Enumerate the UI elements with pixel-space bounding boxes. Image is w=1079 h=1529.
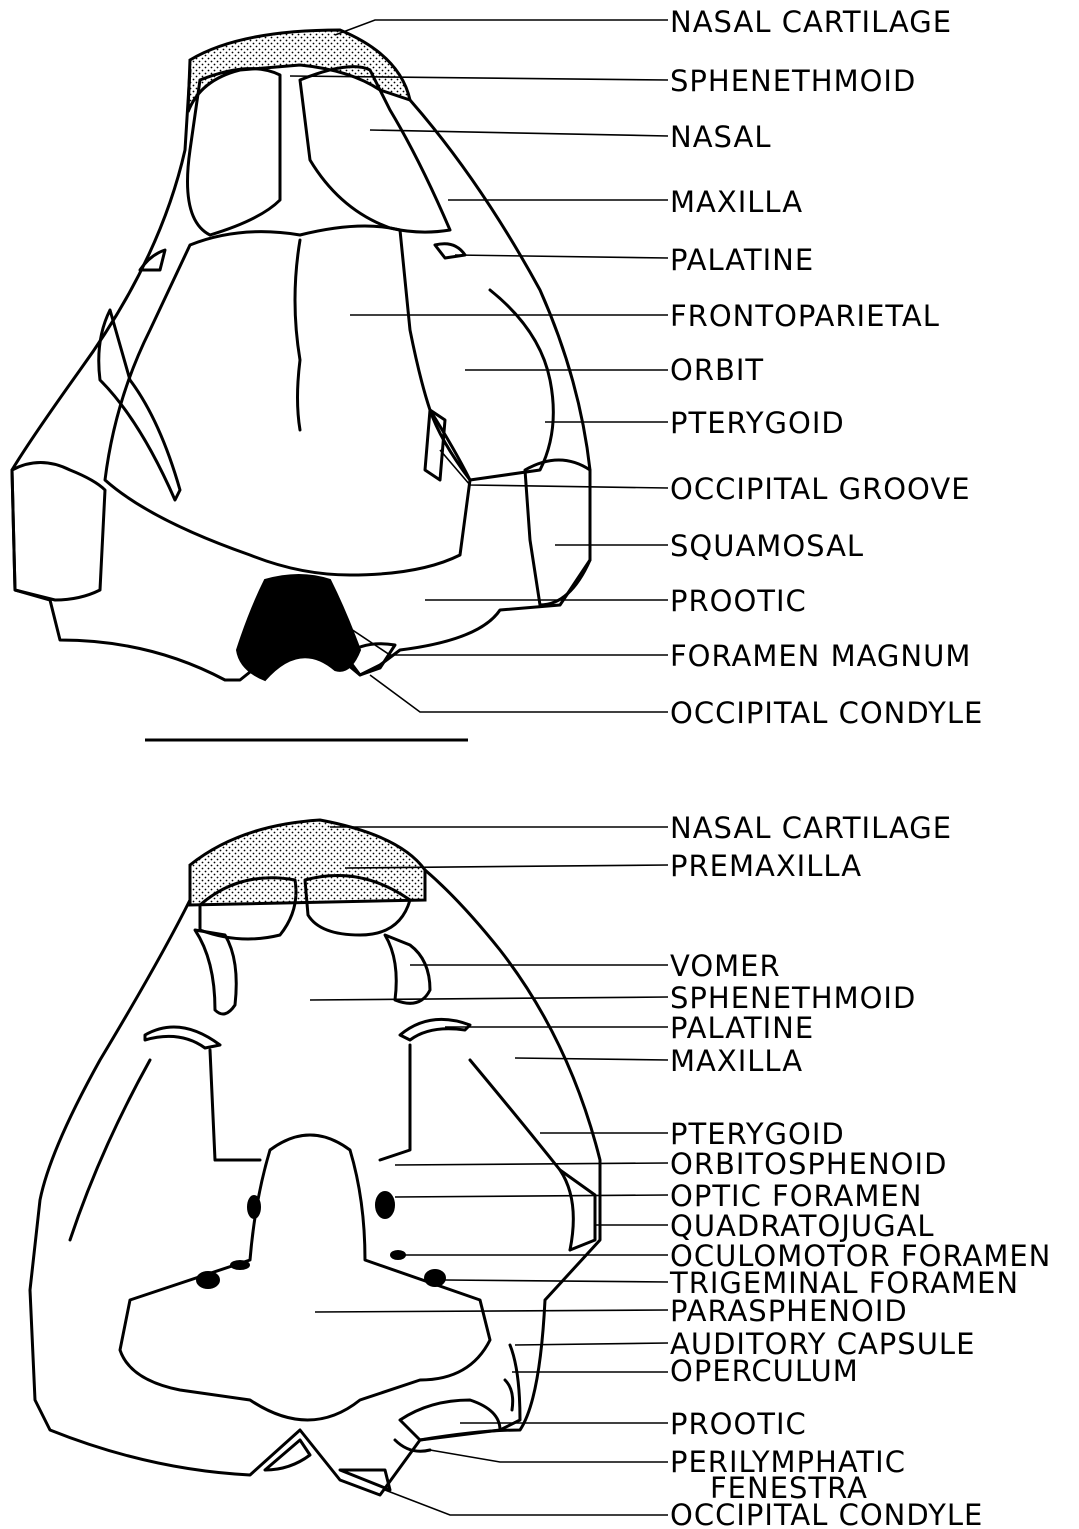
- label-ventral-parasphenoid: PARASPHENOID: [670, 1294, 908, 1328]
- ventral-trigeminal-foramen-left: [197, 1272, 219, 1288]
- leader-dorsal-nasal: [370, 130, 668, 136]
- label-dorsal-occipital-condyle: OCCIPITAL CONDYLE: [670, 696, 983, 730]
- label-dorsal-foramen-magnum: FORAMEN MAGNUM: [670, 639, 971, 673]
- ventral-skull-outline: [30, 870, 600, 1495]
- label-dorsal-squamosal: SQUAMOSAL: [670, 529, 864, 563]
- leader-ventral-auditory-capsule: [515, 1343, 668, 1345]
- leader-dorsal-palatine: [455, 255, 668, 258]
- ventral-optic-foramen-right: [376, 1192, 394, 1218]
- dorsal-occipital-groove-left: [99, 310, 180, 500]
- ventral-leader-lines: [310, 827, 668, 1515]
- dorsal-squamosal-right: [525, 460, 590, 605]
- ventral-oculomotor-foramen-right: [391, 1251, 405, 1259]
- label-ventral-maxilla: MAXILLA: [670, 1044, 803, 1078]
- leader-ventral-occipital-condyle: [385, 1490, 668, 1515]
- label-ventral-pterygoid: PTERYGOID: [670, 1117, 845, 1151]
- label-dorsal-prootic: PROOTIC: [670, 584, 807, 618]
- label-ventral-optic-foramen: OPTIC FORAMEN: [670, 1179, 922, 1213]
- dorsal-leader-lines: [290, 20, 668, 712]
- dorsal-midline-suture: [295, 240, 300, 430]
- label-dorsal-maxilla: MAXILLA: [670, 185, 803, 219]
- label-dorsal-sphenethmoid: SPHENETHMOID: [670, 64, 916, 98]
- label-ventral-premaxilla: PREMAXILLA: [670, 849, 862, 883]
- label-ventral-orbitosphenoid: ORBITOSPHENOID: [670, 1147, 947, 1181]
- label-ventral-prootic: PROOTIC: [670, 1407, 807, 1441]
- ventral-pterygoid-right: [470, 1060, 573, 1250]
- leader-dorsal-foramen-magnum: [345, 625, 668, 655]
- leader-ventral-parasphenoid: [315, 1310, 668, 1312]
- label-ventral-operculum: OPERCULUM: [670, 1354, 859, 1388]
- label-dorsal-occipital-groove: OCCIPITAL GROOVE: [670, 472, 971, 506]
- ventral-trigeminal-foramen-right: [425, 1270, 445, 1286]
- label-dorsal-frontoparietal: FRONTOPARIETAL: [670, 299, 940, 333]
- label-ventral-sphenethmoid: SPHENETHMOID: [670, 981, 916, 1015]
- label-dorsal-nasal: NASAL: [670, 120, 771, 154]
- leader-ventral-trigeminal-foramen: [445, 1280, 668, 1282]
- label-ventral-occipital-condyle: OCCIPITAL CONDYLE: [670, 1498, 983, 1529]
- ventral-occipital-condyle-right: [340, 1470, 390, 1490]
- ventral-labels: NASAL CARTILAGE PREMAXILLA VOMER SPHENET…: [669, 811, 1051, 1529]
- leader-dorsal-nasal-cartilage: [335, 20, 668, 35]
- label-ventral-vomer: VOMER: [670, 949, 781, 983]
- dorsal-foramen-magnum: [237, 575, 360, 680]
- label-ventral-nasal-cartilage: NASAL CARTILAGE: [670, 811, 952, 845]
- ventral-operculum: [505, 1380, 513, 1410]
- leader-ventral-maxilla: [515, 1058, 668, 1060]
- ventral-optic-foramen-left: [248, 1196, 260, 1218]
- ventral-palatine-right: [400, 1019, 470, 1040]
- ventral-sphenethmoid: [210, 1045, 410, 1160]
- leader-dorsal-sphenethmoid: [290, 76, 668, 80]
- label-ventral-palatine: PALATINE: [670, 1011, 814, 1045]
- leader-dorsal-occipital-groove: [440, 450, 668, 488]
- dorsal-labels: NASAL CARTILAGE SPHENETHMOID NASAL MAXIL…: [670, 5, 983, 730]
- leader-ventral-perilymphatic-fenestra: [430, 1450, 668, 1462]
- ventral-pterygoid-left: [70, 1060, 150, 1240]
- dorsal-skull-drawing: [12, 30, 590, 680]
- leader-dorsal-occipital-condyle: [370, 675, 668, 712]
- leader-ventral-sphenethmoid: [310, 997, 668, 1000]
- dorsal-palatine-left: [140, 250, 165, 270]
- dorsal-squamosal-left: [12, 463, 105, 601]
- leader-ventral-orbitosphenoid: [395, 1163, 668, 1165]
- dorsal-orbit-rim: [430, 290, 553, 480]
- ventral-vomer-left: [195, 930, 236, 1014]
- label-dorsal-nasal-cartilage: NASAL CARTILAGE: [670, 5, 952, 39]
- dorsal-nasal-cartilage: [188, 30, 410, 112]
- ventral-palatine-left: [145, 1027, 220, 1048]
- label-ventral-quadratojugal: QUADRATOJUGAL: [670, 1209, 935, 1243]
- ventral-oculomotor-foramen-left: [231, 1261, 249, 1269]
- dorsal-nasal-right: [300, 67, 450, 232]
- label-dorsal-pterygoid: PTERYGOID: [670, 406, 845, 440]
- ventral-vomer-right: [385, 935, 430, 1003]
- ventral-perilymphatic-fenestra: [395, 1440, 430, 1451]
- leader-ventral-optic-foramen: [395, 1195, 668, 1197]
- dorsal-nasal-left: [188, 69, 281, 235]
- label-dorsal-palatine: PALATINE: [670, 243, 814, 277]
- ventral-skull-drawing: [30, 820, 600, 1495]
- label-dorsal-orbit: ORBIT: [670, 353, 764, 387]
- dorsal-frontoparietal: [105, 226, 470, 575]
